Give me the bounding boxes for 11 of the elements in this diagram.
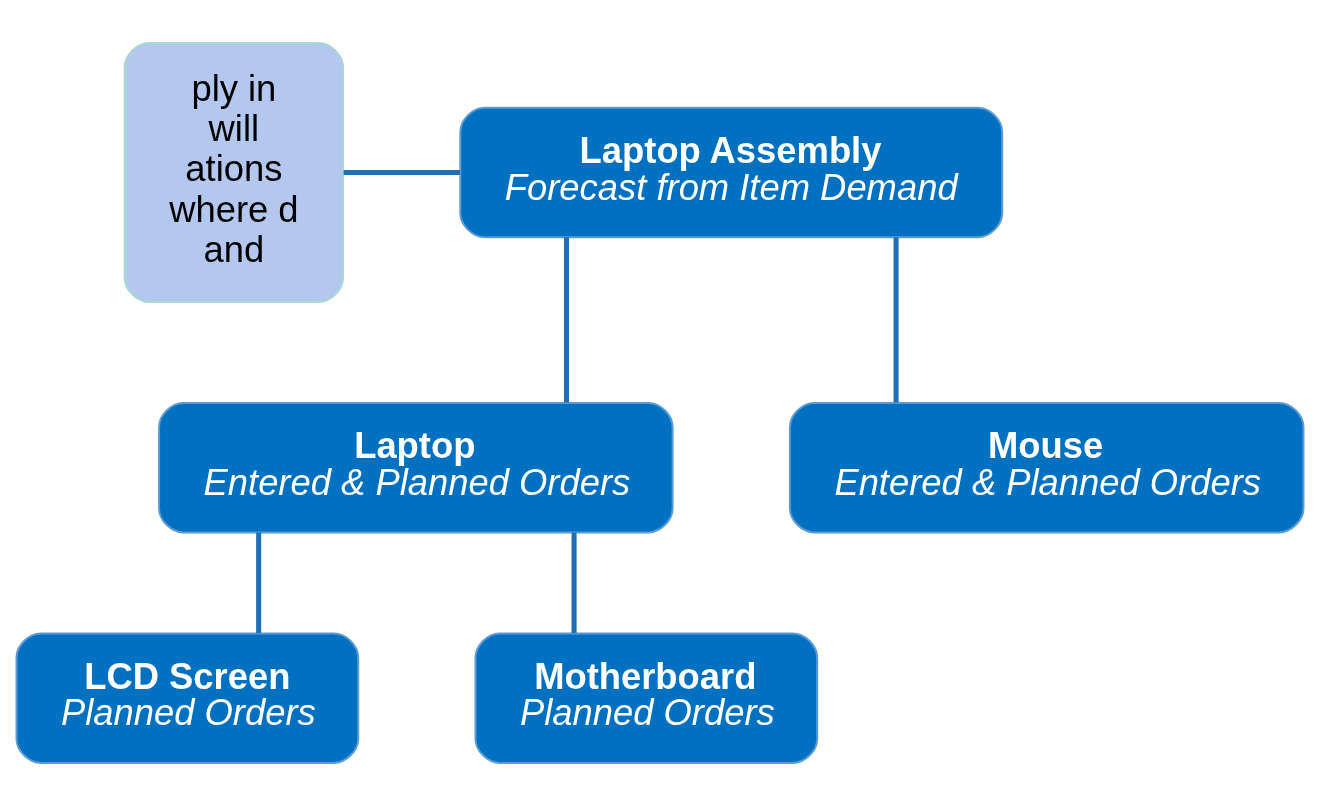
connector <box>893 236 899 403</box>
node-box: Laptop Assembly Forecast from Item Demand <box>459 106 1004 238</box>
connector <box>571 532 577 633</box>
connector <box>256 532 262 633</box>
node-box: Motherboard Planned Orders <box>474 632 819 764</box>
connector <box>563 236 569 403</box>
node-box: Laptop Entered & Planned Orders <box>158 401 674 533</box>
node-box: Mouse Entered & Planned Orders <box>788 401 1305 533</box>
connector <box>343 169 460 175</box>
node-box: ply in will ations where d and <box>123 41 345 303</box>
node-box: LCD Screen Planned Orders <box>15 632 360 764</box>
